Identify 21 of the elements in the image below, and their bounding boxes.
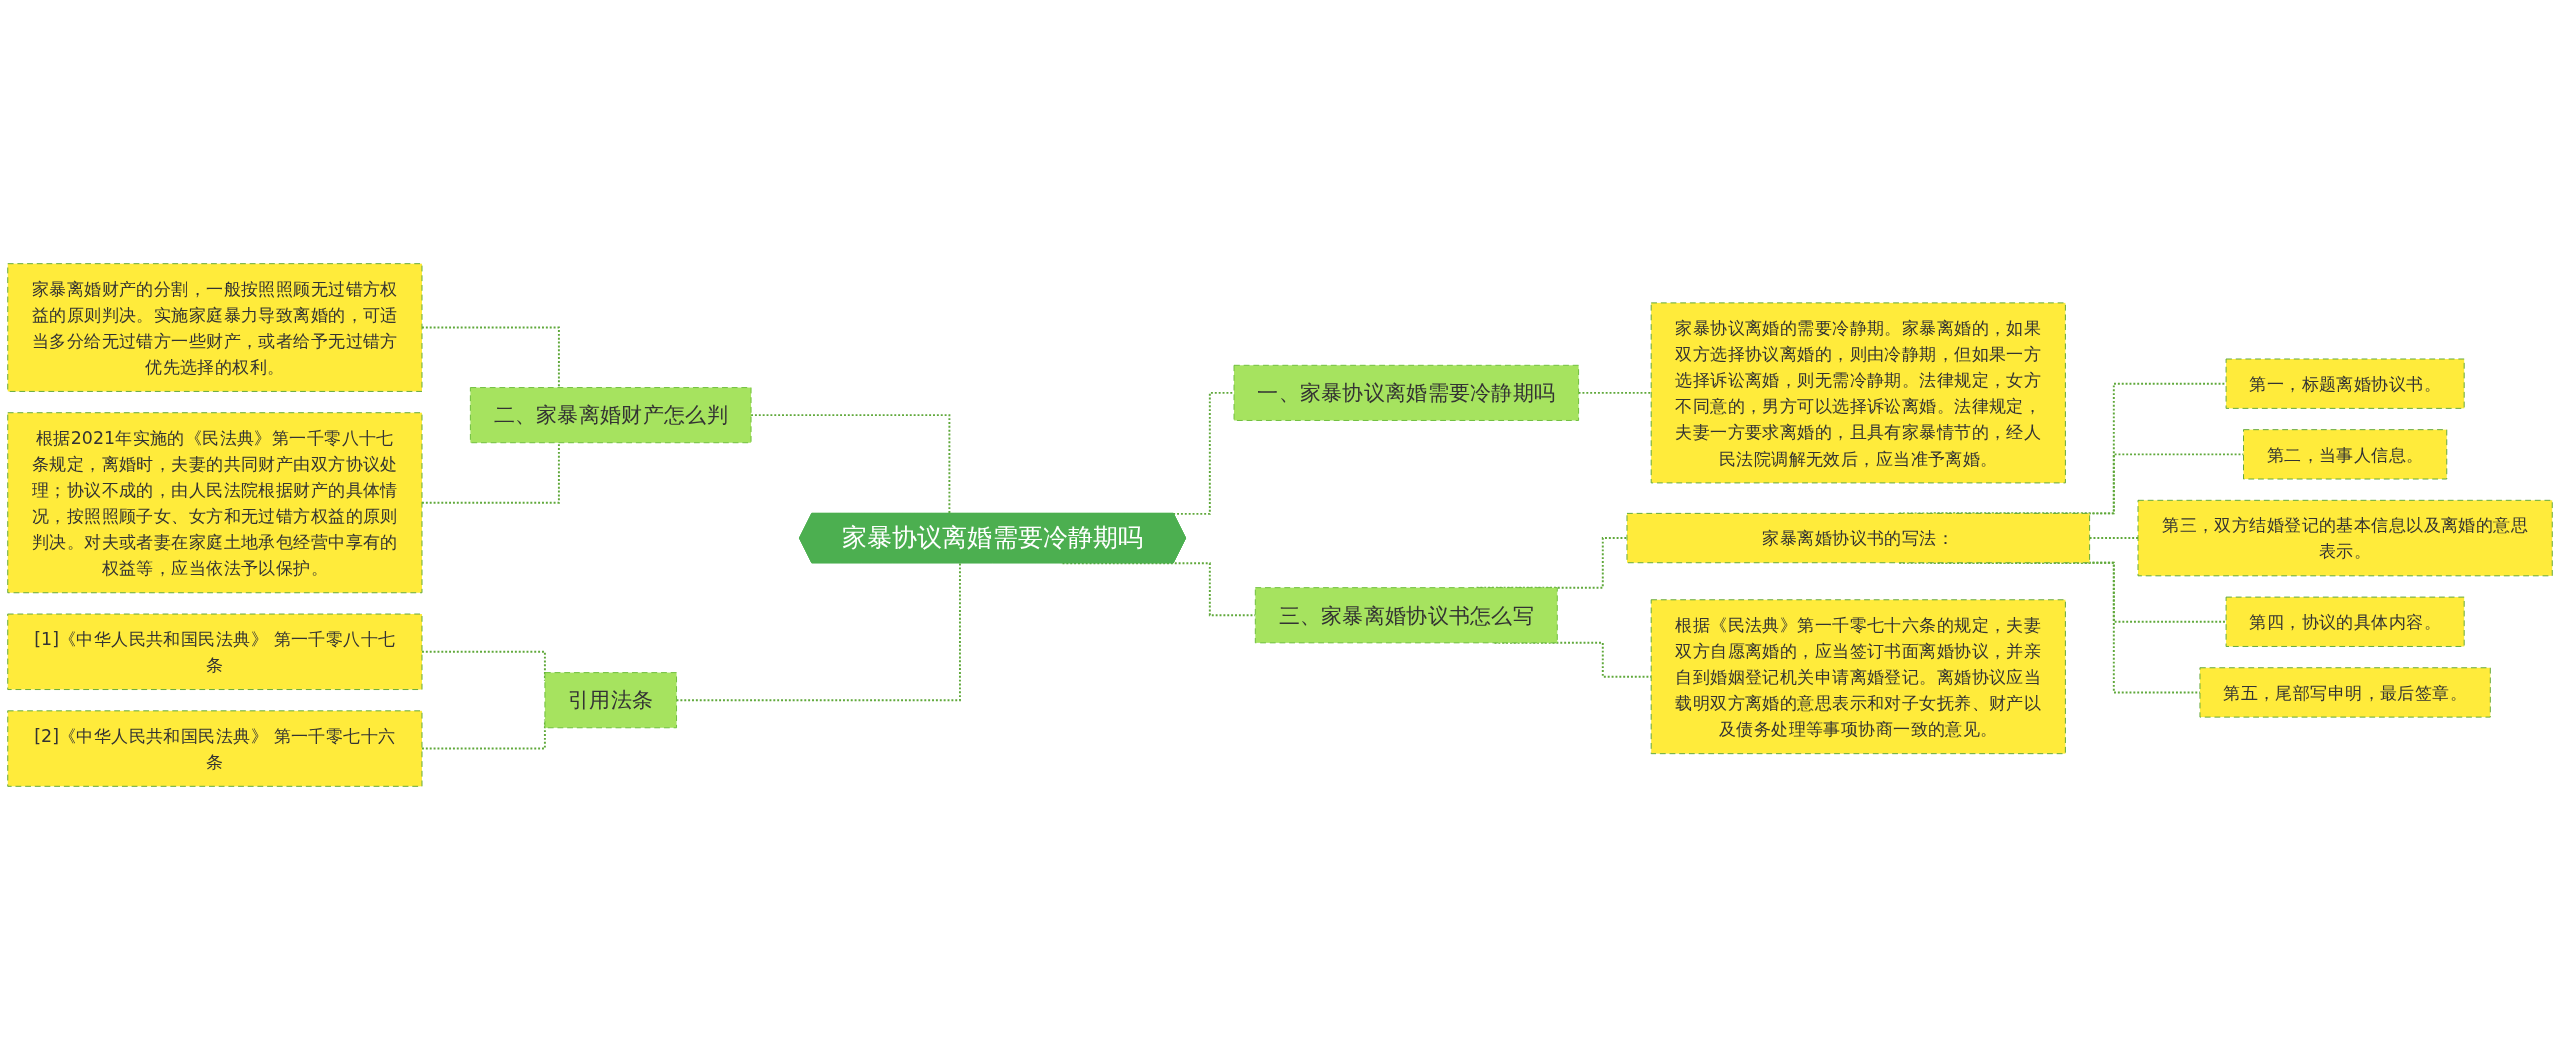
node-box: 根据2021年实施的《民法典》第一千零八十七条规定，离婚时，夫妻的共同财产由双方协议处理；协议不成的，由人民法院根据财产的具体情况，按照照顾子女、女方和无过错方权益的原则判决。对夫或者妻在家庭土地承包经营中享有的权益等，应当依法予以保护。 [7,412,423,594]
node-box: 第二，当事人信息。 [2243,429,2448,480]
node-box: 三、家暴离婚协议书怎么写 [1254,587,1558,644]
node-box: 第三，双方结婚登记的基本信息以及离婚的意思表示。 [2137,499,2553,577]
node-box: 家暴离婚财产的分割，一般按照照顾无过错方权益的原则判决。实施家庭暴力导致离婚的，可适当多分给无过错方一些财产，或者给予无过错方优先选择的权利。 [7,263,423,392]
node-box: [1]《中华人民共和国民法典》 第一千零八十七条 [7,613,423,691]
node-box: 二、家暴离婚财产怎么判 [469,387,752,444]
connector [2088,537,2139,540]
node-box: [2]《中华人民共和国民法典》 第一千零七十六条 [7,710,423,787]
node-box: 家暴离婚协议书的写法： [1626,512,2091,564]
node-box: 第四，协议的具体内容。 [2225,596,2465,647]
node-box: 第一，标题离婚协议书。 [2225,358,2465,409]
node-box: 根据《民法典》第一千零七十六条的规定，夫妻双方自愿离婚的，应当签订书面离婚协议，并亲自到婚姻登记机关申请离婚登记。离婚协议应当载明双方离婚的意思表示和对子女抚养、财产以及债务处理等事项协商一致的意见。 [1650,599,2066,755]
node-box: 一、家暴协议离婚需要冷静期吗 [1233,364,1580,421]
connector [421,441,560,504]
connector [421,326,560,389]
connector [675,562,961,702]
connector [1577,391,1653,394]
node-box: 第五，尾部写申明，最后签章。 [2199,667,2491,718]
node-box: 家暴协议离婚的需要冷静期。家暴离婚的，如果双方选择协议离婚的，则由冷静期，但如果一方选择诉讼离婚，则无需冷静期。法律规定，女方不同意的，男方可以选择诉讼离婚。法律规定，夫妻一方要求离婚的，且具有家暴情节的，经人民法院调解无效后，应当准予离婚。 [1650,302,2066,484]
node-box: 引用法条 [544,672,678,729]
